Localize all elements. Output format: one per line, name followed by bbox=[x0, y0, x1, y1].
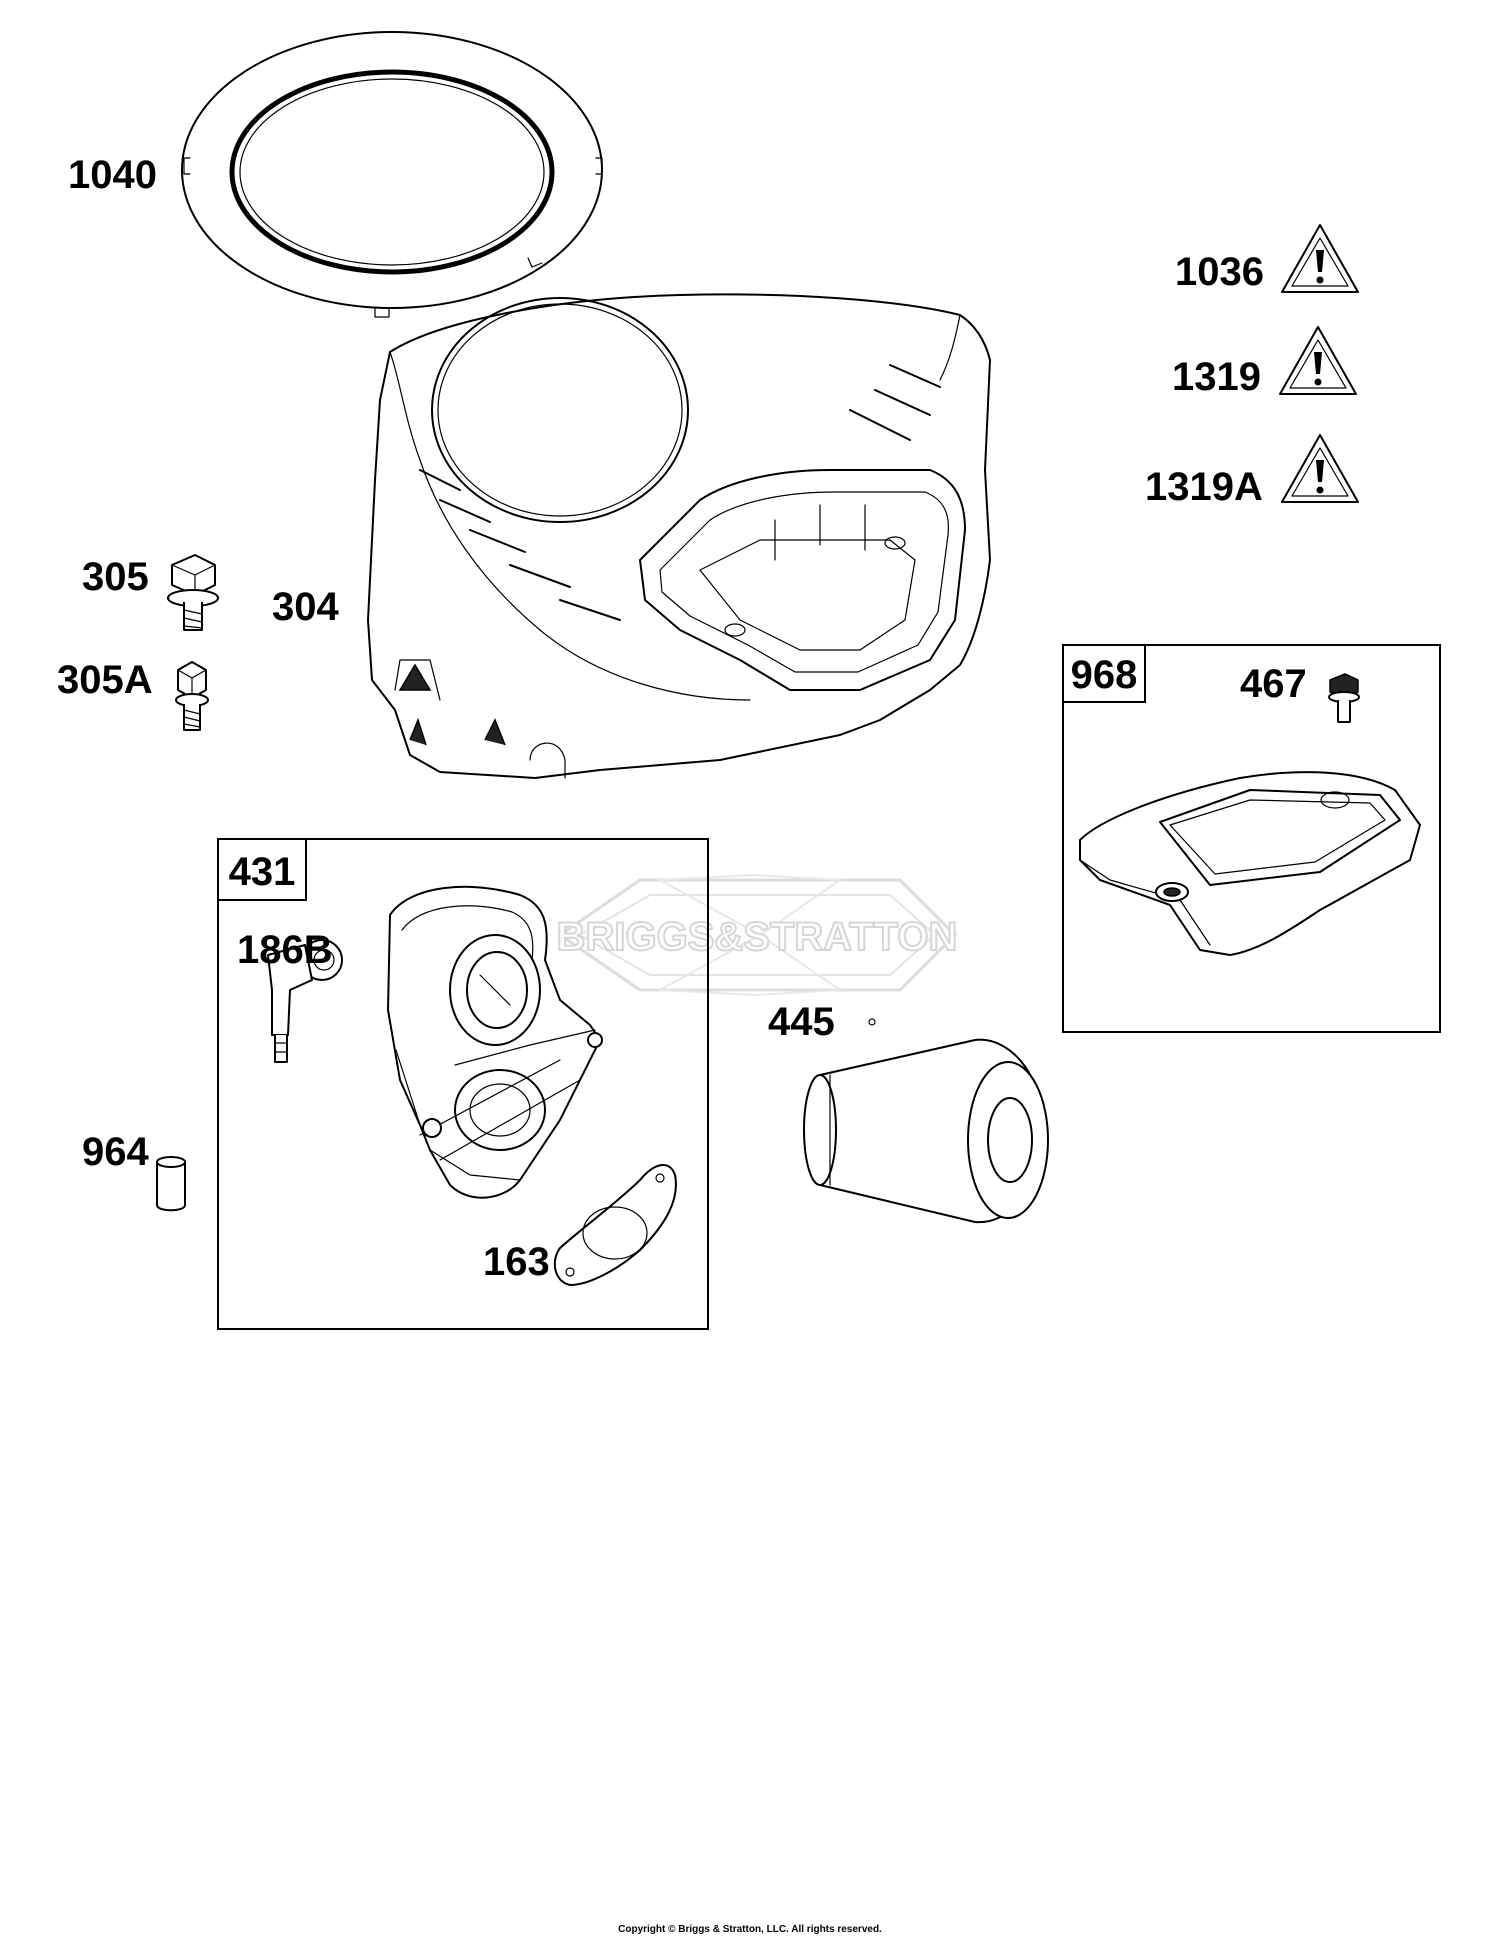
warning-triangle-icon bbox=[1316, 486, 1324, 494]
warning-triangle-icon bbox=[1316, 276, 1324, 284]
part-1036-warning-label[interactable] bbox=[1281, 224, 1359, 293]
part-label-431[interactable]: 431 bbox=[229, 850, 296, 894]
part-label-304[interactable]: 304 bbox=[272, 585, 339, 629]
part-305-bolt[interactable] bbox=[167, 554, 219, 631]
copyright-notice: Copyright © Briggs & Stratton, LLC. All … bbox=[618, 1924, 882, 1935]
part-label-1040[interactable]: 1040 bbox=[68, 153, 157, 197]
part-label-1319A[interactable]: 1319A bbox=[1145, 465, 1263, 509]
watermark-text: BRIGGS&STRATTON bbox=[557, 915, 958, 959]
part-467-screw[interactable] bbox=[1328, 673, 1360, 723]
part-964-spacer[interactable] bbox=[156, 1156, 186, 1212]
part-label-445[interactable]: 445 bbox=[768, 1000, 835, 1044]
part-186B-elbow-fitting[interactable] bbox=[267, 939, 343, 1063]
part-label-968[interactable]: 968 bbox=[1071, 653, 1138, 697]
box-431: 431 bbox=[217, 838, 709, 1330]
box-968: 968 bbox=[1062, 644, 1441, 1033]
part-label-186B[interactable]: 186B bbox=[237, 928, 333, 972]
part-1319A-warning-label[interactable] bbox=[1281, 434, 1359, 503]
part-label-1319[interactable]: 1319 bbox=[1172, 355, 1261, 399]
part-label-305A[interactable]: 305A bbox=[57, 658, 153, 702]
brand-watermark: BRIGGS&STRATTON bbox=[556, 873, 958, 997]
warning-triangle-icon bbox=[1314, 378, 1322, 386]
part-label-964[interactable]: 964 bbox=[82, 1130, 149, 1174]
part-445-air-filter[interactable] bbox=[803, 1018, 1049, 1224]
part-968-cover[interactable] bbox=[1079, 771, 1421, 956]
part-163-gasket[interactable] bbox=[553, 1164, 677, 1286]
part-305A-bolt[interactable] bbox=[175, 661, 209, 731]
part-label-1036[interactable]: 1036 bbox=[1175, 250, 1264, 294]
part-label-163[interactable]: 163 bbox=[483, 1240, 550, 1284]
part-304-blower-housing[interactable] bbox=[367, 293, 991, 779]
part-1040-ring[interactable] bbox=[181, 31, 603, 318]
part-label-467[interactable]: 467 bbox=[1240, 662, 1307, 706]
part-label-305[interactable]: 305 bbox=[82, 555, 149, 599]
part-431-air-cleaner-base[interactable] bbox=[387, 885, 603, 1199]
part-1319-warning-label[interactable] bbox=[1279, 326, 1357, 395]
